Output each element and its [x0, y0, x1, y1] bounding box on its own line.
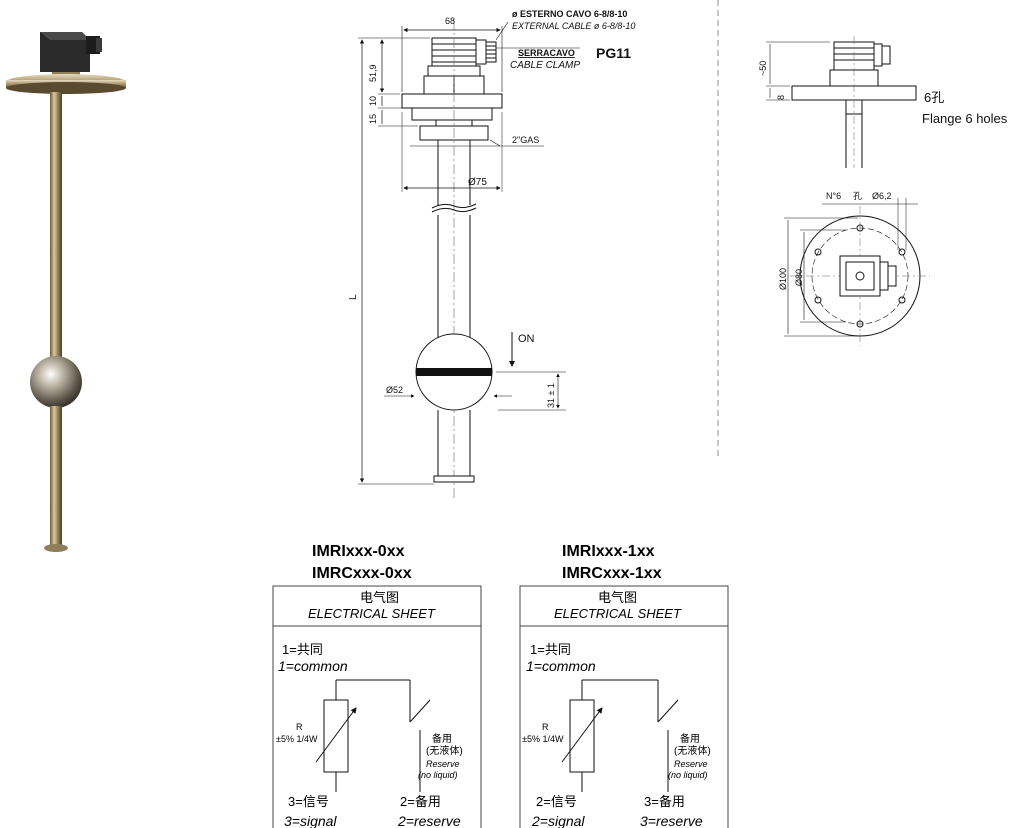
dim-15: 15: [368, 114, 378, 124]
common-en: 1=common: [526, 658, 596, 674]
rod-end-cap: [44, 544, 68, 552]
dim-dia-52: Ø52: [386, 385, 403, 395]
terminal-right-en: 3=reserve: [640, 813, 703, 828]
dim-top-50: ~50: [758, 61, 768, 76]
reserve-cn-2: (无液体): [674, 744, 711, 757]
reserve-en-2: (no liquid): [418, 770, 458, 780]
common-cn: 1=共同: [282, 642, 323, 657]
schematic-0xx: IMRIxxx-0xx IMRCxxx-0xx 电气图 ELECTRICAL S…: [272, 543, 482, 828]
sheet-title-en: ELECTRICAL SHEET: [554, 606, 682, 621]
flange-side-view: [766, 36, 917, 168]
dim-on: ON: [518, 333, 535, 345]
terminal-right-cn: 2=备用: [400, 794, 441, 809]
dim-top-8: 8: [776, 95, 786, 100]
connector-head: [40, 32, 102, 80]
dim-length: L: [348, 294, 359, 300]
resistor-label: R: [542, 722, 549, 732]
flange-label-cn: 6孔: [924, 90, 944, 105]
schematic-title-2: IMRCxxx-0xx: [312, 565, 412, 582]
terminal-right-en: 2=reserve: [397, 813, 461, 828]
rod-lower: [50, 406, 62, 546]
float-ball: [30, 356, 82, 408]
reserve-en: Reserve: [426, 759, 460, 769]
cable-label-it: ø ESTERNO CAVO 6-8/8-10: [512, 9, 627, 19]
side-view-drawing: [358, 20, 580, 500]
flange-disk: [6, 74, 126, 94]
reserve-cn: 备用: [432, 732, 452, 745]
resistor-spec: ±5% 1/4W: [276, 734, 318, 744]
dim-10: 10: [368, 96, 378, 106]
reserve-cn-2: (无液体): [426, 744, 463, 757]
flange-label-en: Flange 6 holes: [922, 111, 1008, 126]
terminal-left-cn: 3=信号: [288, 794, 329, 809]
dim-thread: 2"GAS: [512, 135, 539, 145]
schematic-title-2: IMRCxxx-1xx: [562, 565, 662, 582]
dim-51-9: 51,9: [368, 64, 378, 82]
cable-label-en: EXTERNAL CABLE ø 6-8/8-10: [512, 21, 635, 31]
sheet-title-en: ELECTRICAL SHEET: [308, 606, 436, 621]
reserve-cn: 备用: [680, 732, 700, 745]
holes-spec-b: 孔: [853, 191, 862, 201]
holes-spec-c: Ø6,2: [872, 191, 892, 201]
common-cn: 1=共同: [530, 642, 571, 657]
reserve-en-2: (no liquid): [668, 770, 708, 780]
schematic-title-1: IMRIxxx-1xx: [562, 543, 655, 560]
holes-spec-a: N°6: [826, 191, 841, 201]
clamp-label-pg: PG11: [596, 45, 631, 61]
schematic-title-1: IMRIxxx-0xx: [312, 543, 405, 560]
clamp-label-it: SERRACAVO: [518, 48, 575, 58]
sheet-title-cn: 电气图: [360, 590, 399, 605]
dim-dia-75: Ø75: [468, 177, 487, 188]
clamp-label-en: CABLE CLAMP: [510, 60, 580, 71]
dim-dia-80: Ø80: [794, 269, 804, 286]
mount-holes: [814, 224, 906, 328]
terminal-left-en: 3=signal: [284, 813, 337, 828]
resistor-spec: ±5% 1/4W: [522, 734, 564, 744]
rod-upper: [50, 92, 62, 362]
flange-top-view: [784, 198, 930, 346]
resistor-label: R: [296, 722, 303, 732]
product-photo: [6, 32, 126, 552]
terminal-right-cn: 3=备用: [644, 794, 685, 809]
sheet-title-cn: 电气图: [598, 590, 637, 605]
common-en: 1=common: [278, 658, 348, 674]
dim-31: 31 ± 1: [546, 383, 556, 408]
schematic-1xx: IMRIxxx-1xx IMRCxxx-1xx 电气图 ELECTRICAL S…: [519, 543, 729, 828]
reserve-en: Reserve: [674, 759, 708, 769]
terminal-left-cn: 2=信号: [536, 794, 577, 809]
dim-dia-100: Ø100: [778, 268, 788, 290]
terminal-left-en: 2=signal: [531, 813, 585, 828]
dim-68: 68: [445, 16, 455, 26]
